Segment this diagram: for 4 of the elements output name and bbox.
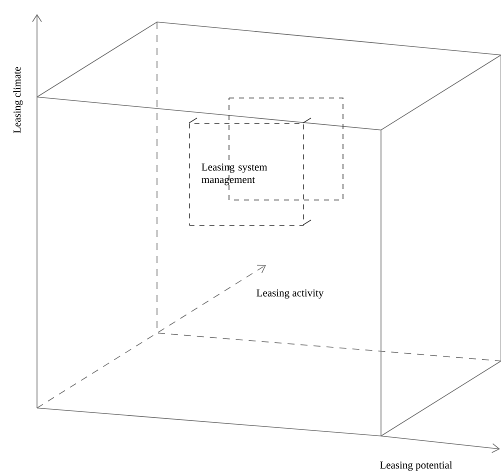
axis-label: Leasing potential [380, 461, 452, 471]
axis-label: Leasing activity [256, 289, 324, 299]
axis-label: Leasing climate [13, 66, 23, 134]
dashed-cube: Leasing system management [188, 98, 344, 226]
